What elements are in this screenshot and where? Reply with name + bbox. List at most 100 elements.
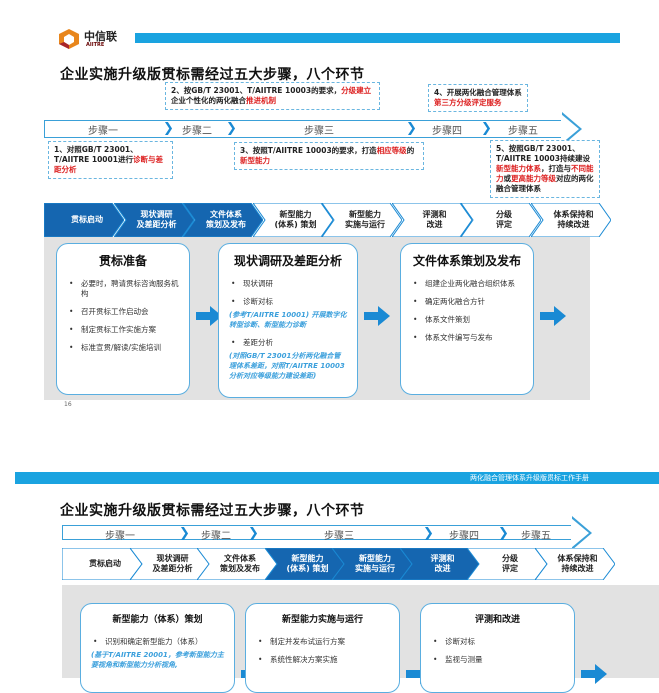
- chevron-separator-icon: ❯: [226, 121, 237, 136]
- card-item: 体系文件策划: [411, 315, 523, 325]
- highlight-text: 更高能力等级: [511, 174, 556, 183]
- slide2-header-text: 两化融合管理体系升级版贯标工作手册: [470, 474, 589, 482]
- phase-label: 新型能力 实施与运行: [345, 210, 385, 229]
- step-callout: 5、按照GB/T 23001、T/AIITRE 10003持续建设新型能力体系，…: [490, 140, 600, 198]
- phase-chevron[interactable]: 新型能力 实施与运行: [322, 203, 402, 237]
- card-item: 制定贯标工作实施方案: [67, 325, 179, 335]
- chevron-separator-icon: ❯: [481, 121, 492, 136]
- stage-card: 现状调研及差距分析现状调研诊断对标(参考T/AIITRE 10001) 开展数字…: [218, 243, 358, 398]
- card-item: 现状调研: [229, 279, 347, 289]
- callout-text: 4、开展两化融合管理体系: [434, 88, 522, 97]
- phase-label: 评测和 改进: [422, 210, 447, 229]
- phase-label: 新型能力 实施与运行: [355, 554, 395, 573]
- callout-text: 的: [406, 146, 415, 155]
- next-arrow-icon: [540, 306, 566, 326]
- phase-chevron[interactable]: 分级 评定: [461, 203, 541, 237]
- phase-chevron[interactable]: 新型能力 (体系) 策划: [252, 203, 333, 237]
- logo-icon: [59, 29, 79, 49]
- highlight-text: 新型能力: [240, 156, 270, 165]
- card-item: (基于T/AIITRE 20001，参考新型能力主要视角和新型能力分析视角,: [91, 651, 224, 669]
- card-item: 制定并发布试运行方案: [256, 637, 389, 647]
- callout-text: 5、按照GB/T 23001、T/AIITRE 10003持续建设: [496, 144, 590, 163]
- card-item: 标准宣贯/解读/实施培训: [67, 343, 179, 353]
- step-bar: 步骤一步骤二步骤三步骤四步骤五❯❯❯❯: [44, 112, 582, 146]
- chevron-separator-icon: ❯: [179, 526, 190, 541]
- card-item: 召开贯标工作启动会: [67, 307, 179, 317]
- phase-chevron[interactable]: 评测和 改进: [399, 548, 480, 580]
- step-callout: 1、对照GB/T 23001、T/AIITRE 10001进行诊断与差距分析: [48, 141, 173, 179]
- card-item: 系统性解决方案实施: [256, 655, 389, 665]
- step-callout: 2、按GB/T 23001、T/AIITRE 10003的要求，分级建立企业个性…: [165, 82, 380, 110]
- brand-sub: AIITRE: [86, 42, 105, 48]
- card-item: 必要时，聘请贯标咨询服务机构: [67, 279, 179, 299]
- phase-chevron[interactable]: 现状调研 及差距分析: [113, 203, 194, 237]
- next-arrow-icon: [364, 306, 390, 326]
- stage-card: 文件体系策划及发布组建企业两化融合组织体系确定两化融合方针体系文件策划体系文件编…: [400, 243, 534, 395]
- step-callout: 4、开展两化融合管理体系第三方分级评定服务: [428, 84, 528, 112]
- callout-text: 企业个性化的两化融合: [171, 96, 246, 105]
- brand-logo: 中信联 AIITRE: [58, 28, 138, 52]
- phase-chevron[interactable]: 分级 评定: [467, 548, 547, 580]
- stage-card: 贯标准备必要时，聘请贯标咨询服务机构召开贯标工作启动会制定贯标工作实施方案标准宣…: [56, 243, 190, 395]
- phase-label: 新型能力 (体系) 策划: [286, 554, 329, 573]
- phase-label: 现状调研 及差距分析: [136, 210, 177, 229]
- callout-text: 或: [503, 174, 512, 183]
- phase-label: 贯标启动: [89, 559, 121, 568]
- step-label: 步骤三: [304, 126, 334, 137]
- stage-card: 新型能力（体系）策划识别和确定新型能力（体系）(基于T/AIITRE 20001…: [80, 603, 235, 693]
- step-bar-2: 步骤一步骤二步骤三步骤四步骤五❯❯❯❯: [62, 516, 592, 550]
- card-title: 现状调研及差距分析: [233, 254, 342, 268]
- chevron-separator-icon: ❯: [498, 526, 509, 541]
- phase-chevron[interactable]: 现状调研 及差距分析: [129, 548, 210, 580]
- card-title: 文件体系策划及发布: [412, 254, 521, 268]
- step-label: 步骤四: [449, 531, 479, 542]
- slide2-title: 企业实施升级版贯标需经过五大步骤，八个环节: [60, 503, 365, 519]
- phase-chevron[interactable]: 文件体系 策划及发布: [197, 548, 277, 580]
- page-number: 16: [64, 401, 72, 408]
- card-title: 贯标准备: [98, 254, 147, 268]
- stage-card: 新型能力实施与运行制定并发布试运行方案系统性解决方案实施: [245, 603, 400, 693]
- card-item: (参考T/AIITRE 10001) 开展数字化转型诊断、新型能力诊断: [229, 311, 347, 329]
- phase-label: 文件体系 策划及发布: [220, 554, 260, 573]
- chevron-separator-icon: ❯: [163, 121, 174, 136]
- phase-label: 评测和 改进: [430, 554, 455, 573]
- step-label: 步骤五: [508, 126, 538, 137]
- card-title: 新型能力实施与运行: [281, 615, 363, 625]
- card-item: 组建企业两化融合组织体系: [411, 279, 523, 289]
- card-item: 确定两化融合方针: [411, 297, 523, 307]
- card-item: 差距分析: [229, 338, 347, 348]
- phase-label: 新型能力 (体系) 策划: [274, 210, 317, 229]
- step-label: 步骤五: [521, 531, 551, 542]
- phase-label: 文件体系 策划及发布: [206, 210, 246, 229]
- card-item: 识别和确定新型能力（体系）: [91, 637, 224, 647]
- step-label: 步骤二: [182, 126, 212, 137]
- highlight-text: 分级建立: [341, 86, 372, 95]
- phase-chevron[interactable]: 评测和 改进: [391, 203, 472, 237]
- phase-chevron[interactable]: 体系保持和 持续改进: [534, 548, 615, 580]
- highlight-text: 相应等级: [376, 146, 407, 155]
- phase-chevron[interactable]: 体系保持和 持续改进: [530, 203, 611, 237]
- step-label: 步骤四: [432, 126, 462, 137]
- card-title: 评测和改进: [474, 615, 520, 625]
- card-item: 体系文件编写与发布: [411, 333, 523, 343]
- next-arrow-icon: [196, 306, 222, 326]
- highlight-text: 诊断与差距分析: [54, 155, 163, 174]
- phase-chevron[interactable]: 文件体系 策划及发布: [183, 203, 263, 237]
- phase-chevron[interactable]: 新型能力 (体系) 策划: [264, 548, 345, 580]
- step-label: 步骤一: [88, 126, 118, 137]
- slide-title: 企业实施升级版贯标需经过五大步骤，八个环节: [60, 67, 365, 83]
- phase-chevron[interactable]: 贯标启动: [44, 203, 124, 237]
- card-item: (对照GB/T 23001分析两化融合管理体系差距，对照T/AIITRE 100…: [229, 352, 345, 380]
- callout-text: ，打造与: [541, 164, 571, 173]
- callout-text: 3、按照T/AIITRE 10003的要求，打造: [240, 146, 377, 155]
- callout-text: 1、对照GB/T 23001、T/AIITRE 10001进行: [54, 145, 138, 164]
- phase-label: 分级 评定: [502, 554, 518, 573]
- brand-name: 中信联: [84, 30, 117, 43]
- step-label: 步骤二: [201, 531, 231, 542]
- highlight-text: 新型能力体系: [496, 164, 541, 173]
- phase-chevron[interactable]: 新型能力 实施与运行: [332, 548, 412, 580]
- phase-label: 贯标启动: [71, 215, 103, 224]
- highlight-text: 推进机制: [246, 96, 276, 105]
- chevron-separator-icon: ❯: [248, 526, 259, 541]
- callout-text: 对应的两化融合管理体系: [496, 174, 594, 193]
